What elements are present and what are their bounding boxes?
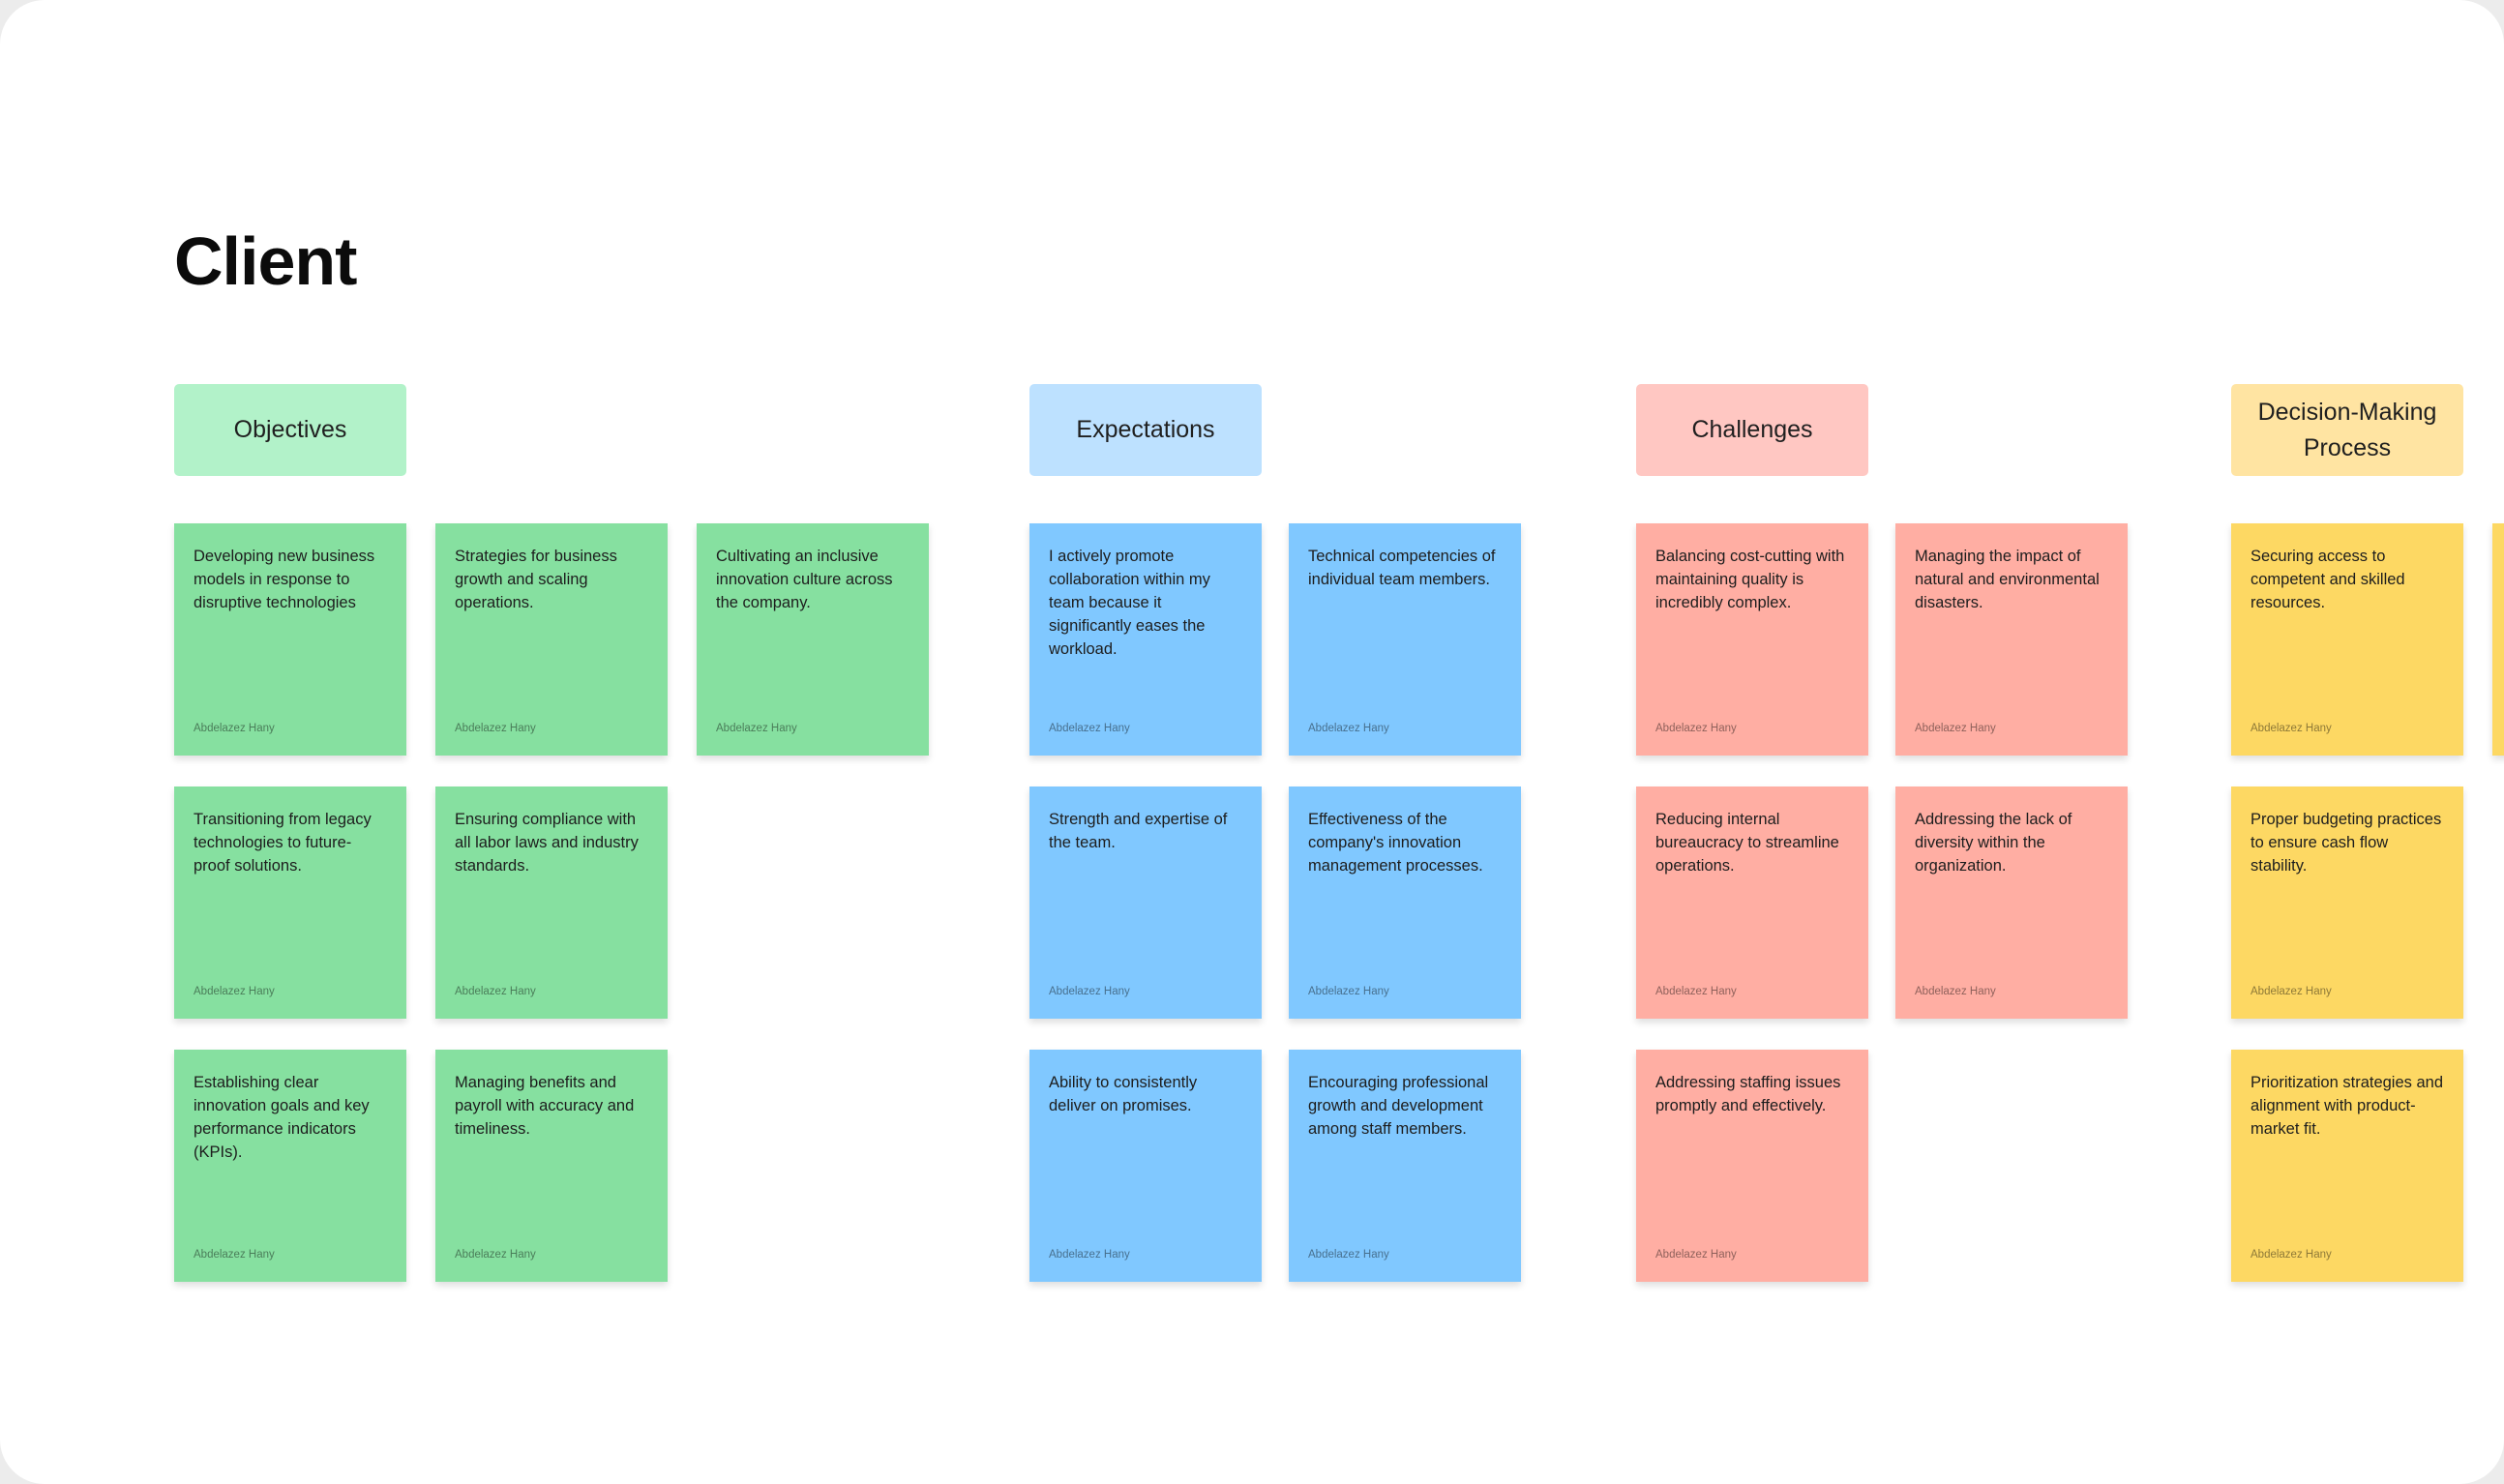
note-author: Abdelazez Hany (194, 1249, 275, 1261)
note-author: Abdelazez Hany (1915, 723, 1996, 734)
note-author: Abdelazez Hany (455, 1249, 536, 1261)
note-author: Abdelazez Hany (1049, 986, 1130, 997)
sticky-note[interactable]: Cultivating an inclusive innovation cult… (697, 523, 929, 756)
sticky-note[interactable]: Addressing the lack of diversity within … (1895, 787, 2128, 1019)
note-text: Transitioning from legacy technologies t… (194, 811, 372, 875)
note-text: Addressing the lack of diversity within … (1915, 811, 2072, 875)
header-objectives[interactable]: Objectives (174, 384, 406, 476)
sticky-note[interactable]: Encouraging professional growth and deve… (1289, 1050, 1521, 1282)
sticky-note[interactable]: Technical competencies of individual tea… (1289, 523, 1521, 756)
sticky-note-partial[interactable] (2492, 523, 2504, 756)
note-author: Abdelazez Hany (1915, 986, 1996, 997)
sticky-note[interactable]: Addressing staffing issues promptly and … (1636, 1050, 1868, 1282)
header-decision-making-process[interactable]: Decision-Making Process (2231, 384, 2463, 476)
note-author: Abdelazez Hany (1655, 723, 1737, 734)
note-author: Abdelazez Hany (455, 986, 536, 997)
note-text: Prioritization strategies and alignment … (2251, 1074, 2444, 1138)
sticky-note[interactable]: Strategies for business growth and scali… (435, 523, 668, 756)
note-author: Abdelazez Hany (194, 986, 275, 997)
note-author: Abdelazez Hany (2251, 986, 2332, 997)
sticky-note[interactable]: I actively promote collaboration within … (1029, 523, 1262, 756)
note-text: Balancing cost-cutting with maintaining … (1655, 548, 1845, 611)
sticky-note[interactable]: Strength and expertise of the team. Abde… (1029, 787, 1262, 1019)
note-text: Technical competencies of individual tea… (1308, 548, 1496, 588)
note-author: Abdelazez Hany (2251, 1249, 2332, 1261)
sticky-note[interactable]: Proper budgeting practices to ensure cas… (2231, 787, 2463, 1019)
note-author: Abdelazez Hany (1308, 723, 1389, 734)
note-text: Proper budgeting practices to ensure cas… (2251, 811, 2442, 875)
sticky-note[interactable]: Ability to consistently deliver on promi… (1029, 1050, 1262, 1282)
note-text: Ensuring compliance with all labor laws … (455, 811, 639, 875)
note-author: Abdelazez Hany (1655, 1249, 1737, 1261)
header-challenges[interactable]: Challenges (1636, 384, 1868, 476)
sticky-note[interactable]: Managing the impact of natural and envir… (1895, 523, 2128, 756)
note-author: Abdelazez Hany (716, 723, 797, 734)
note-text: Managing benefits and payroll with accur… (455, 1074, 635, 1138)
note-text: Cultivating an inclusive innovation cult… (716, 548, 893, 611)
note-author: Abdelazez Hany (1655, 986, 1737, 997)
note-text: Managing the impact of natural and envir… (1915, 548, 2100, 611)
note-author: Abdelazez Hany (194, 723, 275, 734)
note-author: Abdelazez Hany (1308, 1249, 1389, 1261)
header-expectations[interactable]: Expectations (1029, 384, 1262, 476)
note-text: Ability to consistently deliver on promi… (1049, 1074, 1198, 1114)
note-text: Encouraging professional growth and deve… (1308, 1074, 1489, 1138)
note-author: Abdelazez Hany (2251, 723, 2332, 734)
sticky-note[interactable]: Transitioning from legacy technologies t… (174, 787, 406, 1019)
note-text: Strategies for business growth and scali… (455, 548, 617, 611)
note-text: Strength and expertise of the team. (1049, 811, 1228, 851)
note-author: Abdelazez Hany (1049, 723, 1130, 734)
note-text: Reducing internal bureaucracy to streaml… (1655, 811, 1839, 875)
note-text: Developing new business models in respon… (194, 548, 375, 611)
note-text: Securing access to competent and skilled… (2251, 548, 2405, 611)
sticky-note[interactable]: Securing access to competent and skilled… (2231, 523, 2463, 756)
sticky-note[interactable]: Establishing clear innovation goals and … (174, 1050, 406, 1282)
sticky-note[interactable]: Managing benefits and payroll with accur… (435, 1050, 668, 1282)
note-text: Effectiveness of the company's innovatio… (1308, 811, 1483, 875)
board-title[interactable]: Client (174, 223, 357, 299)
sticky-note[interactable]: Ensuring compliance with all labor laws … (435, 787, 668, 1019)
note-author: Abdelazez Hany (455, 723, 536, 734)
note-author: Abdelazez Hany (1049, 1249, 1130, 1261)
sticky-note[interactable]: Effectiveness of the company's innovatio… (1289, 787, 1521, 1019)
note-text: I actively promote collaboration within … (1049, 548, 1210, 658)
note-text: Establishing clear innovation goals and … (194, 1074, 370, 1161)
sticky-note[interactable]: Reducing internal bureaucracy to streaml… (1636, 787, 1868, 1019)
sticky-note[interactable]: Developing new business models in respon… (174, 523, 406, 756)
sticky-note[interactable]: Balancing cost-cutting with maintaining … (1636, 523, 1868, 756)
note-author: Abdelazez Hany (1308, 986, 1389, 997)
note-text: Addressing staffing issues promptly and … (1655, 1074, 1841, 1114)
sticky-note[interactable]: Prioritization strategies and alignment … (2231, 1050, 2463, 1282)
